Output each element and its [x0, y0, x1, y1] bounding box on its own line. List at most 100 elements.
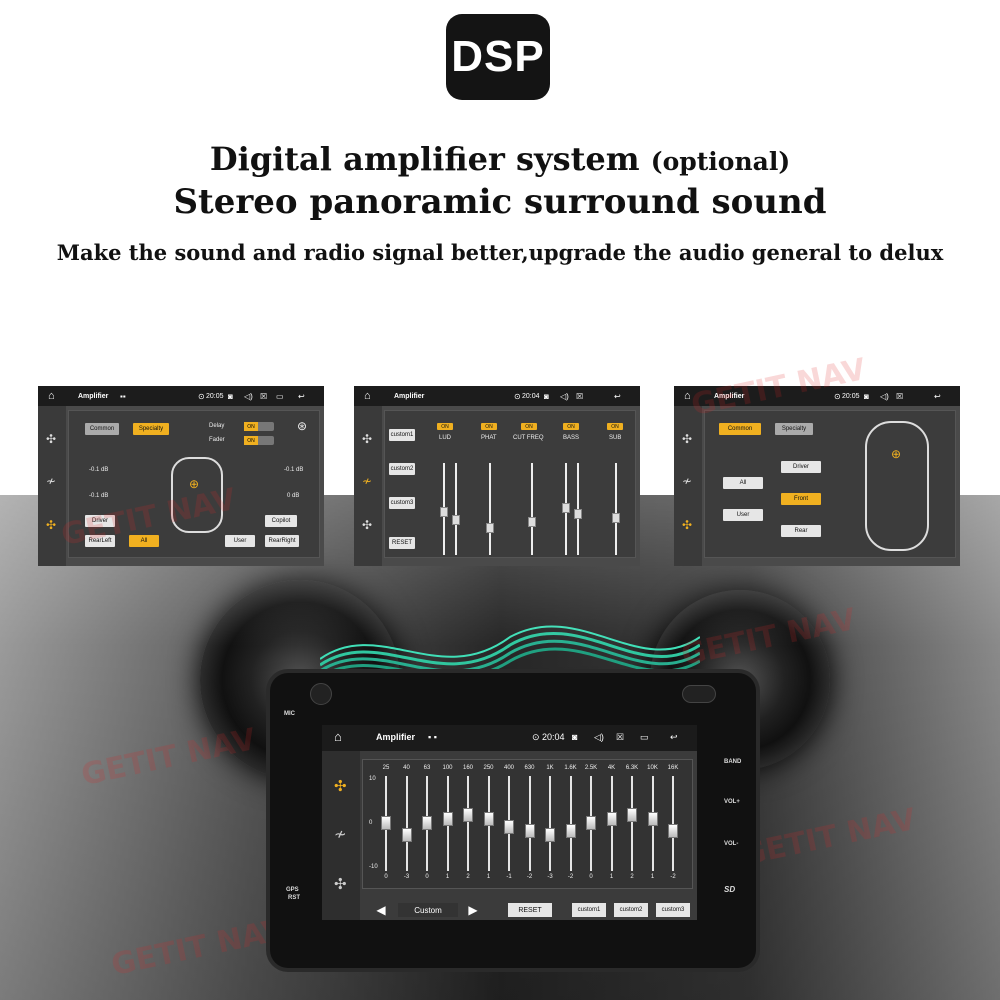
back-icon[interactable]: ↩ — [614, 391, 621, 401]
rear-button[interactable]: Rear — [781, 525, 821, 537]
close-box-icon[interactable]: ☒ — [616, 732, 625, 742]
bass-on[interactable]: ON — [563, 423, 579, 430]
bass-fader[interactable] — [562, 463, 570, 555]
delay-toggle[interactable]: ON — [244, 422, 274, 431]
slider-knob[interactable] — [586, 816, 596, 830]
custom1-button[interactable]: custom1 — [389, 429, 415, 441]
home-icon[interactable]: ⌂ — [48, 390, 55, 402]
custom3-button[interactable]: custom3 — [389, 497, 415, 509]
eq-slider[interactable] — [483, 776, 494, 871]
all-button[interactable]: All — [723, 477, 763, 489]
slider-knob[interactable] — [381, 816, 391, 830]
driver-button[interactable]: Driver — [781, 461, 821, 473]
lud-fader[interactable] — [440, 463, 448, 555]
tab-specialty[interactable]: Specialty — [133, 423, 169, 435]
sub-fader[interactable] — [612, 463, 620, 555]
camera-icon[interactable]: ◙ — [572, 732, 578, 742]
custom2-button[interactable]: custom2 — [389, 463, 415, 475]
eq-icon[interactable]: ✣ — [362, 432, 373, 446]
wave-icon[interactable]: ≁ — [334, 826, 347, 843]
prev-preset-icon[interactable]: ◀ — [376, 903, 386, 917]
eq-slider[interactable] — [586, 776, 596, 871]
close-box-icon[interactable]: ☒ — [260, 391, 268, 401]
car-icon[interactable]: ⊛ — [297, 419, 308, 433]
rearright-button[interactable]: RearRight — [265, 535, 299, 547]
lud-on[interactable]: ON — [437, 423, 453, 430]
fader-knob[interactable] — [440, 507, 448, 517]
balance-icon[interactable]: ✣ — [362, 518, 373, 532]
tab-common[interactable]: Common — [719, 423, 761, 435]
home-icon[interactable]: ⌂ — [334, 729, 342, 744]
eq-slider[interactable] — [565, 776, 576, 871]
tab-specialty[interactable]: Specialty — [775, 423, 813, 435]
fader-knob[interactable] — [574, 509, 582, 519]
fader-knob[interactable] — [562, 503, 570, 513]
volume-icon[interactable]: ◁) — [560, 391, 569, 401]
camera-icon[interactable]: ◙ — [228, 391, 233, 401]
window-icon[interactable]: ▭ — [640, 732, 649, 742]
eq-slider[interactable] — [442, 776, 453, 871]
camera-icon[interactable]: ◙ — [544, 391, 549, 401]
user-button[interactable]: User — [723, 509, 763, 521]
lud-fader-2[interactable] — [452, 463, 460, 555]
volume-icon[interactable]: ◁) — [880, 391, 889, 401]
front-button[interactable]: Front — [781, 493, 821, 505]
slider-knob[interactable] — [401, 828, 412, 842]
camera-icon[interactable]: ◙ — [864, 391, 869, 401]
eq-slider[interactable] — [647, 776, 658, 871]
eq-slider[interactable] — [524, 776, 535, 871]
eq-slider[interactable] — [463, 776, 473, 871]
volume-icon[interactable]: ◁) — [244, 391, 253, 401]
custom1-button[interactable]: custom1 — [572, 903, 606, 917]
eq-slider[interactable] — [545, 776, 555, 871]
home-icon[interactable]: ⌂ — [684, 390, 691, 402]
slider-knob[interactable] — [668, 824, 678, 838]
slider-knob[interactable] — [504, 820, 514, 834]
slider-knob[interactable] — [422, 816, 432, 830]
wave-icon[interactable]: ≁ — [682, 474, 693, 488]
back-icon[interactable]: ↩ — [298, 391, 305, 401]
balance-icon[interactable]: ✣ — [334, 876, 347, 893]
fader-knob[interactable] — [486, 523, 494, 533]
tab-common[interactable]: Common — [85, 423, 119, 435]
eq-slider[interactable] — [668, 776, 678, 871]
eq-slider[interactable] — [627, 776, 637, 871]
back-icon[interactable]: ↩ — [670, 732, 678, 742]
wave-icon[interactable]: ≁ — [362, 474, 373, 488]
home-icon[interactable]: ⌂ — [364, 390, 371, 402]
slider-knob[interactable] — [627, 808, 637, 822]
all-button[interactable]: All — [129, 535, 159, 547]
fader-toggle[interactable]: ON — [244, 436, 274, 445]
eq-slider[interactable] — [401, 776, 412, 871]
eq-icon[interactable]: ✣ — [334, 778, 347, 795]
wave-icon[interactable]: ≁ — [46, 474, 57, 488]
custom3-button[interactable]: custom3 — [656, 903, 690, 917]
close-box-icon[interactable]: ☒ — [576, 391, 584, 401]
slider-knob[interactable] — [565, 824, 576, 838]
position-point-icon[interactable]: ⊕ — [891, 447, 902, 461]
balance-icon[interactable]: ✣ — [682, 518, 693, 532]
copilot-button[interactable]: Copilot — [265, 515, 297, 527]
eq-slider[interactable] — [504, 776, 514, 871]
slider-knob[interactable] — [524, 824, 535, 838]
cutfreq-on[interactable]: ON — [521, 423, 537, 430]
eq-icon[interactable]: ✣ — [46, 432, 57, 446]
cutfreq-fader[interactable] — [528, 463, 536, 555]
reset-button[interactable]: RESET — [389, 537, 415, 549]
driver-button[interactable]: Driver — [85, 515, 115, 527]
next-preset-icon[interactable]: ▶ — [468, 903, 478, 917]
close-box-icon[interactable]: ☒ — [896, 391, 904, 401]
phat-fader[interactable] — [486, 463, 494, 555]
eq-icon[interactable]: ✣ — [682, 432, 693, 446]
volume-icon[interactable]: ◁) — [594, 732, 604, 742]
window-icon[interactable]: ▭ — [276, 391, 284, 401]
custom2-button[interactable]: custom2 — [614, 903, 648, 917]
eq-slider[interactable] — [381, 776, 391, 871]
slider-knob[interactable] — [606, 812, 617, 826]
back-icon[interactable]: ↩ — [934, 391, 941, 401]
slider-knob[interactable] — [647, 812, 658, 826]
fader-knob[interactable] — [612, 513, 620, 523]
user-button[interactable]: User — [225, 535, 255, 547]
reset-button[interactable]: RESET — [508, 903, 552, 917]
eq-slider[interactable] — [422, 776, 432, 871]
